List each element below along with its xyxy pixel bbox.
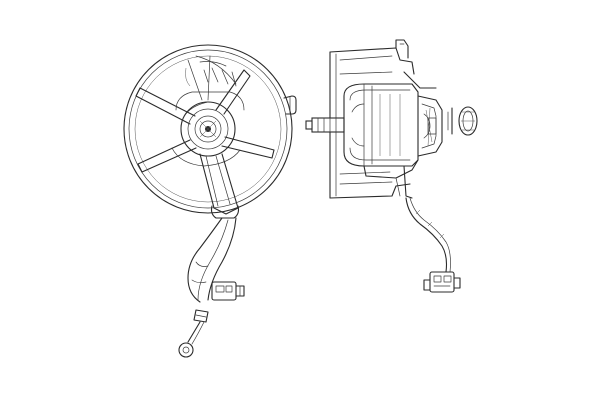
harness-clip [193, 309, 209, 323]
cable-channel [199, 153, 240, 219]
motor-hub [180, 101, 236, 157]
electrical-connector [211, 281, 245, 301]
motor-body [343, 83, 419, 167]
lower-housing [363, 159, 419, 199]
side-wire-harness [405, 197, 451, 273]
side-connector [423, 271, 461, 293]
housing-nozzle [283, 95, 297, 115]
fan-housing-ring [123, 44, 293, 214]
top-bracket [395, 39, 437, 89]
motor-shaft [305, 117, 345, 133]
motor-end-cap [417, 95, 443, 157]
side-view [305, 39, 478, 293]
retaining-ring [447, 106, 478, 136]
wire-harness [187, 217, 237, 303]
ground-terminal [178, 321, 205, 358]
front-view [123, 44, 297, 358]
rotor-cage [171, 55, 245, 167]
